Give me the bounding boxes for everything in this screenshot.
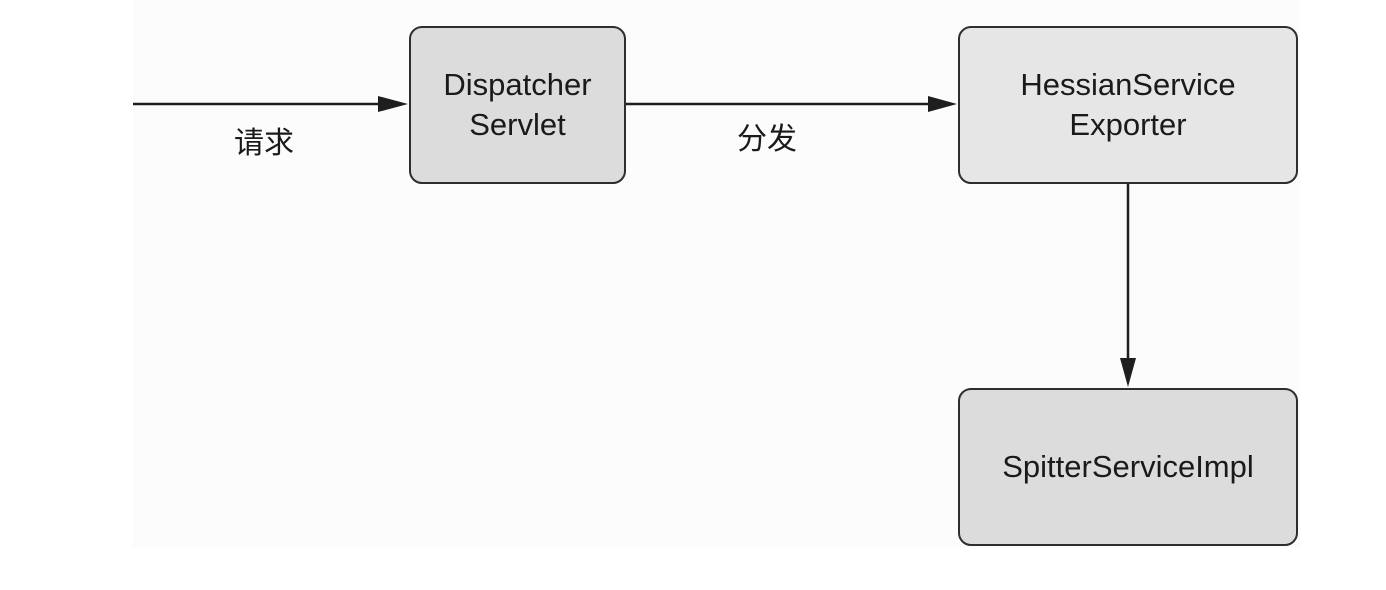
spitter-service-impl-label: SpitterServiceImpl	[1002, 449, 1254, 484]
dispatch-label: 分发	[737, 122, 797, 157]
hessian-service-exporter-node: HessianService Exporter	[958, 26, 1298, 184]
dispatcher-servlet-node: Dispatcher Servlet	[409, 26, 626, 184]
request-label: 请求	[234, 126, 294, 161]
invoke-arrow	[1120, 184, 1136, 387]
spitter-service-impl-node: SpitterServiceImpl	[958, 388, 1298, 546]
dispatcher-servlet-label: Dispatcher Servlet	[443, 67, 592, 142]
dispatch-arrow	[626, 96, 957, 112]
hessian-service-exporter-label: HessianService Exporter	[1020, 67, 1236, 142]
request-arrow	[133, 96, 408, 112]
